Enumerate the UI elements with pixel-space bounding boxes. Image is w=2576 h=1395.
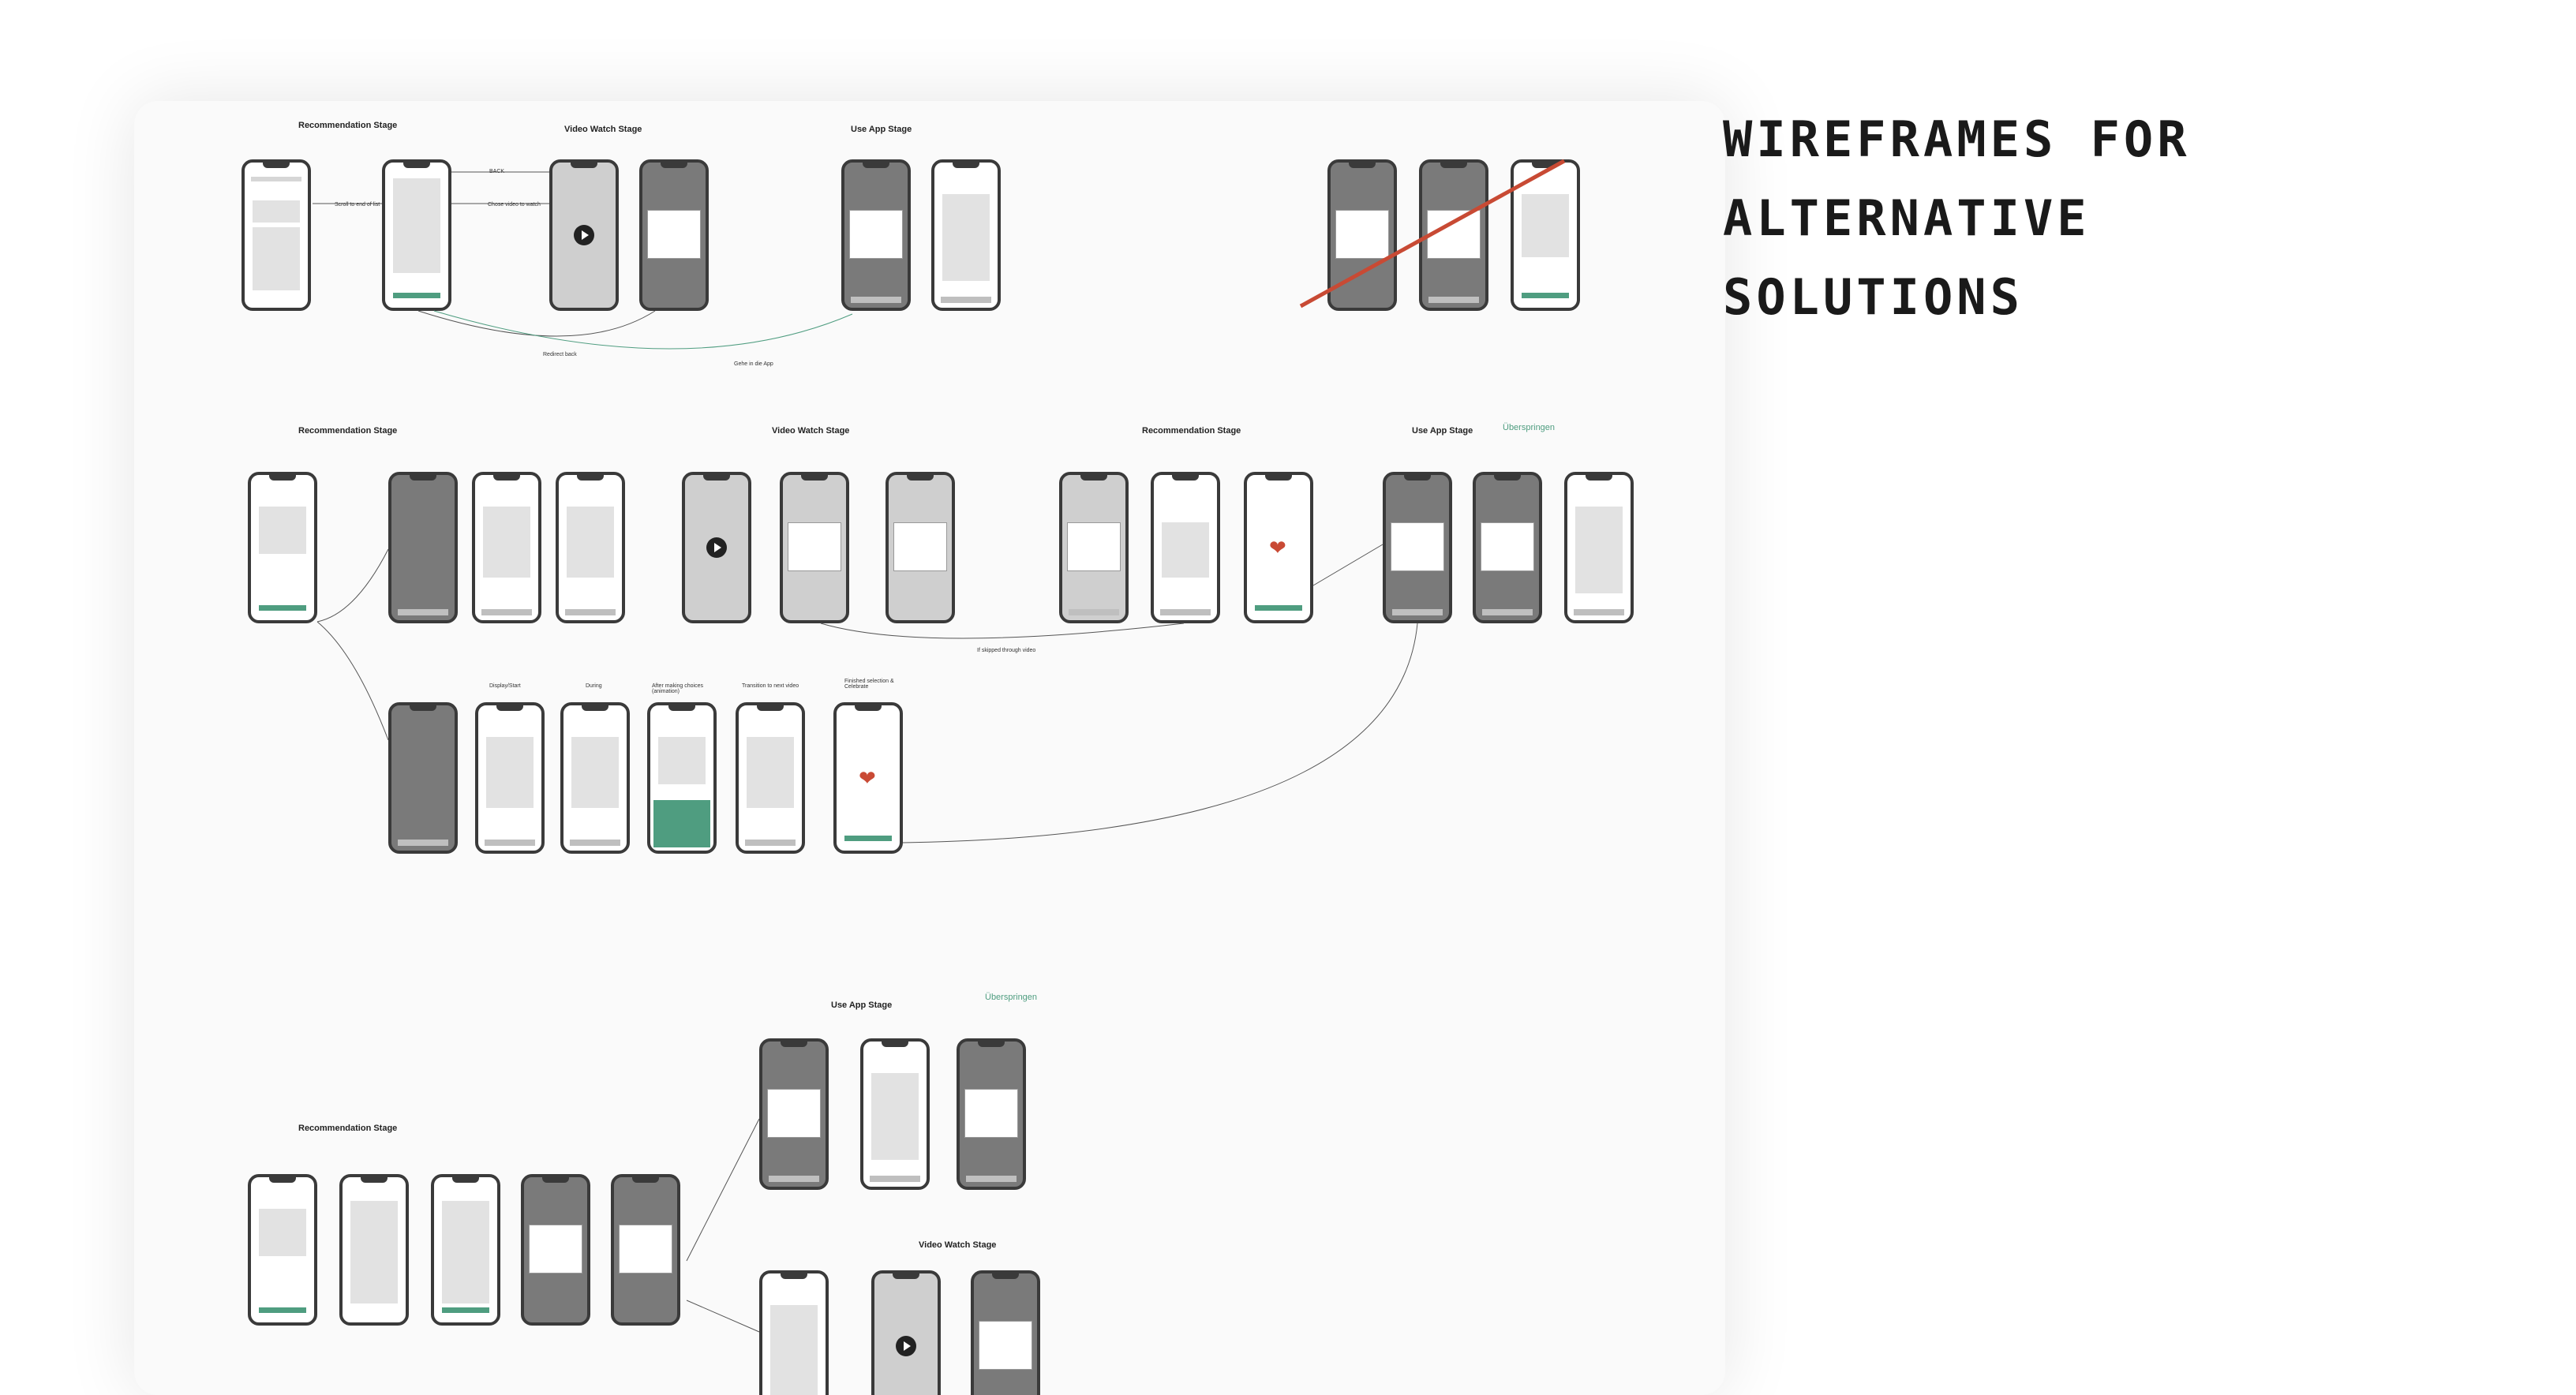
phone-rating: [886, 472, 955, 623]
page-title-line: ALTERNATIVE: [1723, 189, 2091, 247]
page-title-line: WIREFRAMES FOR: [1723, 110, 2191, 168]
phone-wireframe: [382, 159, 451, 311]
phone-wireframe: [560, 702, 630, 854]
phone-rating: [639, 159, 709, 311]
phone-celebrate: ❤: [1244, 472, 1313, 623]
phone-video: [682, 472, 751, 623]
annotation-uberspringen: Überspringen: [985, 993, 1038, 1002]
annotation-redirect: Redirect back: [543, 352, 577, 357]
stage-label-video-watch: Video Watch Stage: [919, 1240, 997, 1250]
play-icon: [706, 537, 727, 558]
step-label: After making choices (animation): [652, 683, 703, 694]
wireframe-board: Recommendation Stage Video Watch Stage U…: [134, 101, 1725, 1395]
step-label: Finished selection & Celebrate: [844, 679, 894, 690]
phone-wireframe: [339, 1174, 409, 1326]
heart-icon: ❤: [1269, 537, 1286, 560]
phone-app: [931, 159, 1001, 311]
phone-wireframe: [248, 1174, 317, 1326]
phone-app: [1383, 472, 1452, 623]
play-icon: [574, 225, 594, 245]
stage-label-recommendation: Recommendation Stage: [1142, 426, 1241, 436]
phone-wireframe: [1151, 472, 1220, 623]
stage-label-recommendation: Recommendation Stage: [298, 426, 398, 436]
phone-wireframe: [388, 472, 458, 623]
step-label: During: [586, 683, 602, 689]
annotation-scroll: Scroll to end of list: [335, 202, 380, 208]
phone-celebrate: ❤: [833, 702, 903, 854]
page-title-line: SOLUTIONS: [1723, 268, 2024, 326]
annotation-uberspringen: Überspringen: [1503, 423, 1556, 432]
play-icon: [896, 1336, 916, 1356]
stage-label-recommendation: Recommendation Stage: [298, 1124, 398, 1133]
phone-app: [1473, 472, 1542, 623]
phone-app: [759, 1038, 829, 1190]
phone-wireframe: [1059, 472, 1129, 623]
phone-app: [1564, 472, 1634, 623]
step-label: Transition to next video: [742, 683, 799, 689]
flow-connectors: [313, 159, 1566, 1333]
step-label: Display/Start: [489, 683, 521, 689]
heart-icon: ❤: [859, 767, 876, 791]
stage-label-use-app: Use App Stage: [1412, 426, 1473, 436]
annotation-skipped: If skipped through video: [977, 648, 1036, 653]
phone-wireframe: [472, 472, 541, 623]
phone-rating: [971, 1270, 1040, 1395]
phone-wireframe: [242, 159, 311, 311]
stage-label-video-watch: Video Watch Stage: [564, 125, 642, 134]
phone-wireframe: [475, 702, 545, 854]
phone-wireframe: [248, 472, 317, 623]
phone-wireframe: [521, 1174, 590, 1326]
phone-wireframe: [431, 1174, 500, 1326]
phone-discarded: [1419, 159, 1488, 311]
phone-wireframe: [556, 472, 625, 623]
phone-wireframe: [611, 1174, 680, 1326]
phone-app: [860, 1038, 930, 1190]
phone-rating: [780, 472, 849, 623]
phone-video: [549, 159, 619, 311]
phone-wireframe: [647, 702, 717, 854]
phone-app: [957, 1038, 1026, 1190]
phone-wireframe: [388, 702, 458, 854]
phone-wireframe: [736, 702, 805, 854]
phone-app: [841, 159, 911, 311]
annotation-chose: Chose video to watch: [488, 202, 541, 208]
stage-label-video-watch: Video Watch Stage: [772, 426, 850, 436]
stage-label-recommendation: Recommendation Stage: [298, 121, 398, 130]
stage-label-use-app: Use App Stage: [851, 125, 912, 134]
stage-label-use-app: Use App Stage: [831, 1000, 893, 1010]
annotation-go-app: Gehe in die App: [734, 361, 773, 367]
